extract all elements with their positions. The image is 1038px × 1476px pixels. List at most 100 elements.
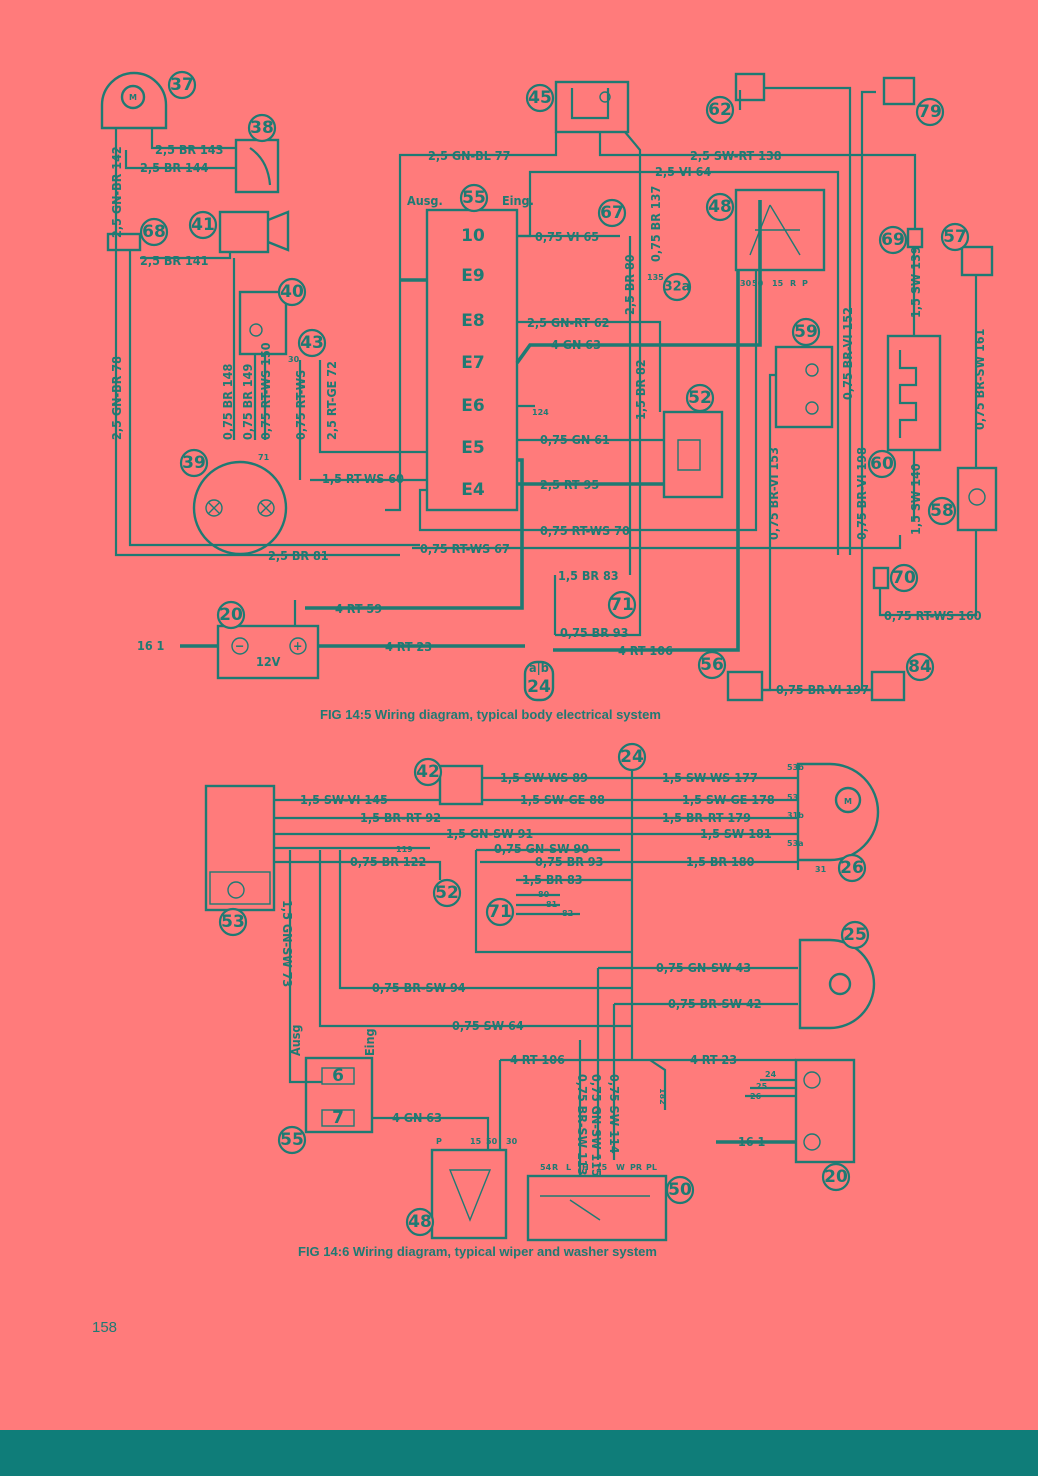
svg-text:15: 15 — [470, 1137, 482, 1146]
footer-band — [0, 1430, 1038, 1476]
component-24: a|b 24 — [523, 660, 555, 702]
svg-text:a|b: a|b — [529, 660, 549, 675]
svg-text:4 RT 106: 4 RT 106 — [618, 643, 673, 658]
component-55-fig6: 6 7 Ausg Eing 55 — [277, 1025, 377, 1155]
svg-text:81: 81 — [546, 900, 558, 909]
svg-text:PL: PL — [646, 1163, 657, 1172]
svg-text:0,75 GN-SW 90: 0,75 GN-SW 90 — [494, 841, 589, 856]
svg-text:20: 20 — [824, 1167, 848, 1187]
component-38: 38 — [234, 113, 280, 194]
svg-text:E9: E9 — [461, 266, 484, 286]
svg-text:1,5 SW-WS 89: 1,5 SW-WS 89 — [500, 770, 588, 785]
svg-text:20: 20 — [219, 605, 243, 625]
svg-text:2,5 BR 141: 2,5 BR 141 — [140, 253, 209, 268]
component-43: 43 — [297, 328, 327, 358]
svg-text:0,75 BR 137: 0,75 BR 137 — [648, 186, 663, 262]
svg-text:2,5 GN-BR 142: 2,5 GN-BR 142 — [109, 146, 124, 238]
svg-text:1,5 SW 181: 1,5 SW 181 — [700, 826, 772, 841]
svg-text:53: 53 — [787, 793, 798, 802]
fig6-wire-labels: 1,5 SW-WS 89 1,5 SW-WS 177 1,5 SW-GE 88 … — [280, 763, 827, 1177]
svg-text:32a: 32a — [664, 280, 691, 295]
svg-text:56: 56 — [700, 655, 724, 675]
svg-text:0,75 BR 93: 0,75 BR 93 — [535, 854, 603, 869]
svg-text:1,5 BR-RT 179: 1,5 BR-RT 179 — [662, 810, 751, 825]
svg-text:0,75 BR-VI 153: 0,75 BR-VI 153 — [766, 447, 781, 540]
svg-text:25: 25 — [756, 1082, 768, 1091]
svg-text:71: 71 — [488, 902, 512, 922]
svg-text:PR: PR — [630, 1163, 642, 1172]
svg-text:10: 10 — [461, 226, 485, 246]
svg-text:24: 24 — [620, 747, 644, 767]
svg-text:4 RT 23: 4 RT 23 — [385, 639, 432, 654]
svg-text:0,75 BR-VI 197: 0,75 BR-VI 197 — [776, 682, 869, 697]
svg-text:2,5 BR 80: 2,5 BR 80 — [622, 254, 637, 315]
svg-text:30: 30 — [506, 1137, 518, 1146]
svg-text:P: P — [436, 1137, 442, 1146]
svg-text:0,75 BR-VI 198: 0,75 BR-VI 198 — [854, 447, 869, 540]
component-52: 52 — [662, 383, 724, 499]
svg-text:24: 24 — [527, 677, 551, 697]
svg-text:E5: E5 — [461, 438, 484, 458]
svg-text:2,5 SW-RT 138: 2,5 SW-RT 138 — [690, 148, 782, 163]
svg-text:2,5 BR 143: 2,5 BR 143 — [155, 142, 223, 157]
svg-text:0,75 BR-VI 152: 0,75 BR-VI 152 — [840, 307, 855, 400]
svg-text:57: 57 — [943, 227, 967, 247]
svg-text:E8: E8 — [461, 311, 484, 331]
svg-text:67: 67 — [600, 203, 624, 223]
fusebox-in-label: Eing. — [502, 193, 534, 208]
svg-text:52: 52 — [688, 388, 712, 408]
component-45: 45 — [525, 80, 630, 134]
svg-text:80: 80 — [538, 890, 550, 899]
component-50: 50 — [526, 1174, 695, 1242]
svg-text:L: L — [566, 1163, 571, 1172]
svg-text:E6: E6 — [461, 396, 484, 416]
svg-text:1,5 SW 139: 1,5 SW 139 — [908, 246, 923, 318]
svg-text:30: 30 — [288, 355, 300, 364]
component-57: 57 — [940, 222, 994, 277]
fig-14-6-caption: FIG 14:6 Wiring diagram, typical wiper a… — [298, 1244, 657, 1259]
component-71-fig6: 71 — [485, 897, 515, 927]
component-32a: 32a — [662, 272, 692, 302]
component-71: 71 — [607, 590, 637, 620]
svg-text:42: 42 — [416, 762, 440, 782]
svg-text:2,5 RT 95: 2,5 RT 95 — [540, 477, 599, 492]
svg-text:M: M — [129, 93, 137, 102]
svg-text:38: 38 — [250, 118, 274, 138]
svg-text:55: 55 — [280, 1130, 304, 1150]
component-68: 68 — [106, 217, 169, 252]
svg-text:0,75 SW 64: 0,75 SW 64 — [452, 1018, 524, 1033]
svg-text:0,75 RT-WS 67: 0,75 RT-WS 67 — [420, 541, 510, 556]
svg-text:−: − — [235, 638, 244, 653]
svg-text:2,5 BR 144: 2,5 BR 144 — [140, 160, 209, 175]
svg-text:16 1: 16 1 — [137, 638, 165, 653]
svg-text:0,75 BR 149: 0,75 BR 149 — [240, 364, 255, 440]
component-42: 42 — [413, 757, 484, 806]
svg-text:1,5 SW-WS 177: 1,5 SW-WS 177 — [662, 770, 758, 785]
svg-text:2,5 GN-RT 62: 2,5 GN-RT 62 — [527, 315, 609, 330]
component-58: 58 — [927, 466, 998, 532]
component-67: 67 — [597, 198, 627, 228]
svg-text:4 RT 59: 4 RT 59 — [335, 601, 382, 616]
svg-text:62: 62 — [708, 100, 732, 120]
svg-text:6: 6 — [332, 1066, 344, 1086]
svg-text:0,75 BR-SW 94: 0,75 BR-SW 94 — [372, 980, 466, 995]
svg-text:25: 25 — [843, 925, 867, 945]
page-number: 158 — [92, 1319, 117, 1336]
svg-text:1,5 BR-RT 92: 1,5 BR-RT 92 — [360, 810, 441, 825]
svg-text:1,5 SW-GE 178: 1,5 SW-GE 178 — [682, 792, 775, 807]
svg-text:W: W — [616, 1163, 625, 1172]
svg-text:4 GN 63: 4 GN 63 — [392, 1110, 442, 1125]
svg-text:0,75 RT-WS 150: 0,75 RT-WS 150 — [258, 342, 273, 440]
component-41: 41 — [188, 210, 290, 254]
svg-text:60: 60 — [870, 454, 894, 474]
svg-text:+: + — [293, 638, 302, 653]
fig5-wires — [114, 86, 978, 692]
fusebox-out-label: Ausg. — [407, 193, 443, 208]
svg-text:1,5 GN-SW 91: 1,5 GN-SW 91 — [446, 826, 533, 841]
component-52-fig6: 52 — [432, 878, 462, 908]
component-24-connector-bus: 24 — [617, 742, 647, 1060]
svg-text:53a: 53a — [787, 839, 804, 848]
svg-text:71: 71 — [258, 453, 270, 462]
svg-text:82: 82 — [562, 909, 573, 918]
